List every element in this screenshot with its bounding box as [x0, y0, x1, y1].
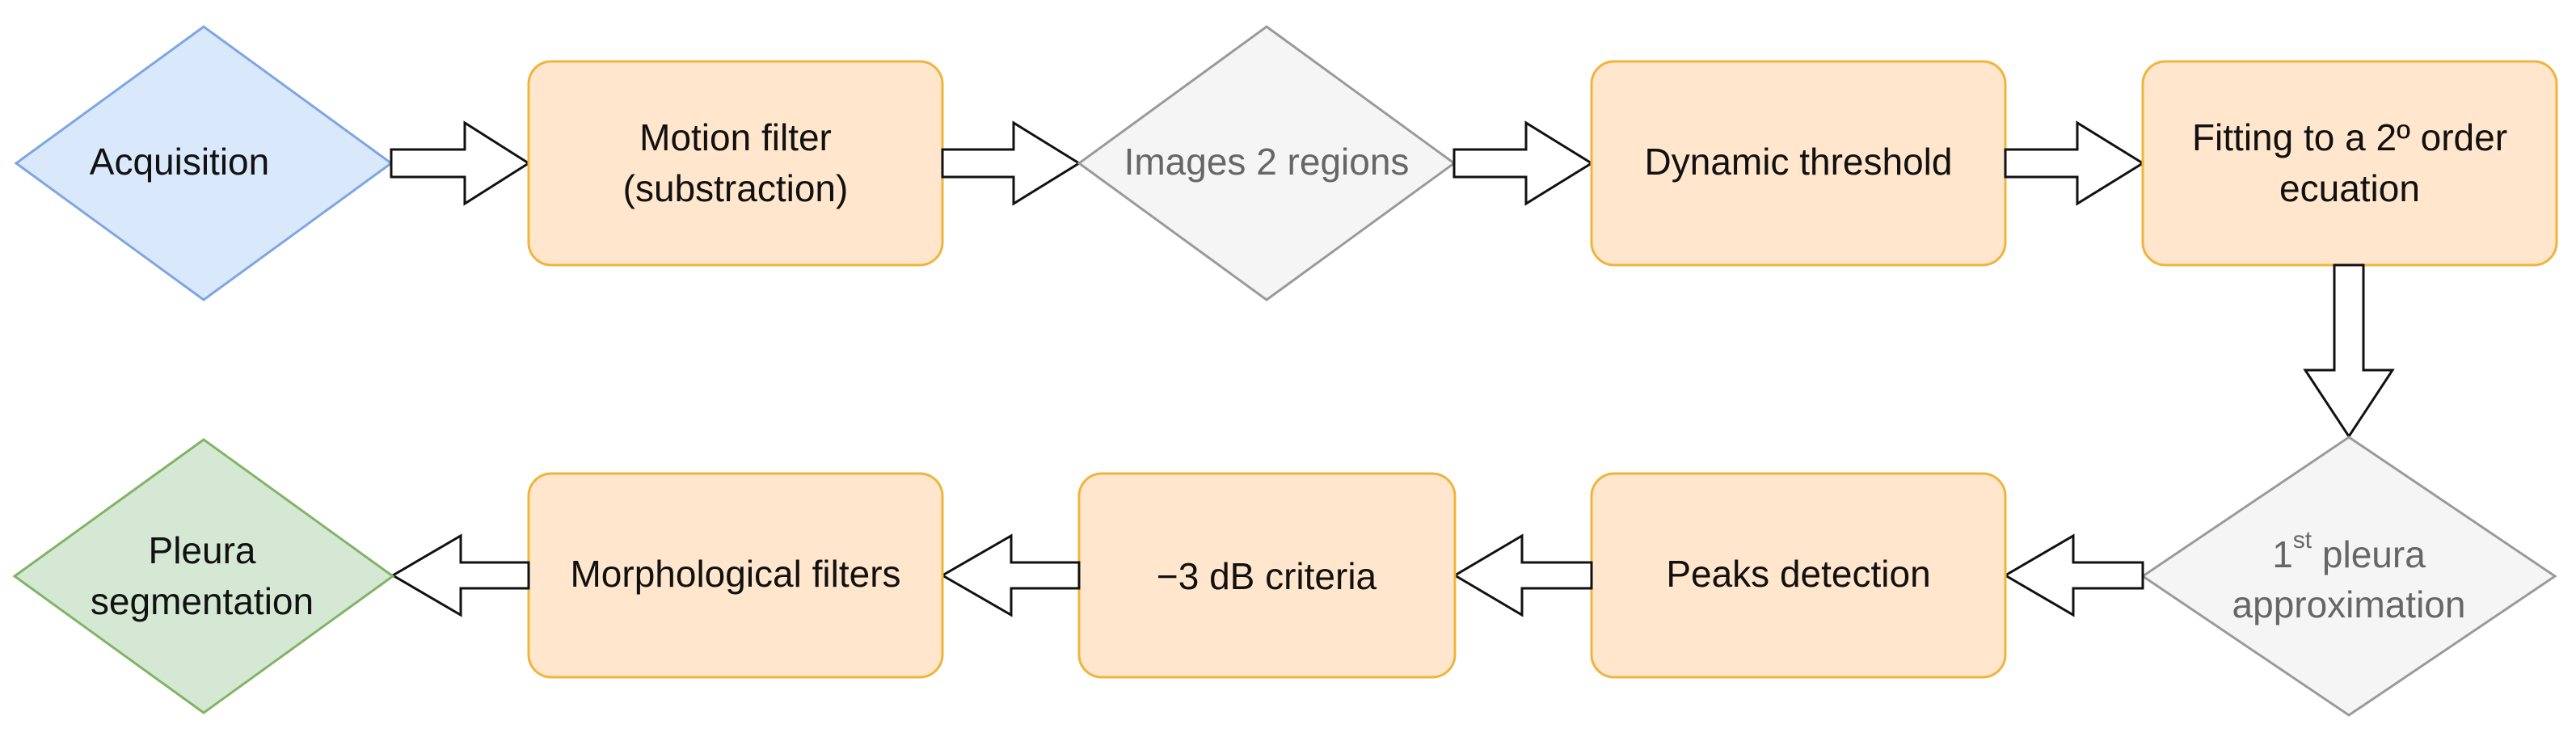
node-label: Images 2 regions: [1124, 141, 1410, 183]
node-label: −3 dB criteria: [1157, 555, 1377, 597]
node-label: Acquisition: [90, 141, 269, 183]
arrow-left: [390, 533, 530, 617]
arrow-right: [2004, 120, 2145, 206]
arrow-down: [2303, 263, 2395, 439]
node-label: Dynamic threshold: [1645, 141, 1953, 183]
node-label: Morphological filters: [570, 553, 900, 595]
process-dynamic-threshold: Dynamic threshold: [1590, 60, 2007, 267]
decision-node-pleura-approximation: 1st pleura approximation: [2140, 436, 2557, 717]
process-morphological-filters: Morphological filters: [527, 472, 944, 679]
start-node-acquisition: Acquisition: [14, 25, 394, 301]
node-label-line2: segmentation: [91, 580, 314, 622]
node-label: Peaks detection: [1666, 553, 1930, 595]
process-fitting: Fitting to a 2º order ecuation: [2141, 60, 2558, 267]
arrow-left: [939, 533, 1081, 617]
arrow-right: [941, 120, 1081, 206]
process-motion-filter: Motion filter (substraction): [527, 60, 944, 267]
arrow-left: [2003, 533, 2144, 617]
decision-node-images-regions: Images 2 regions: [1077, 25, 1457, 301]
node-label-line1: Fitting to a 2º order: [2192, 116, 2507, 158]
node-label-line2: approximation: [2232, 583, 2466, 625]
node-label-line1: Motion filter: [639, 116, 832, 158]
diamond-shape: [14, 25, 394, 301]
node-label-line2: ecuation: [2279, 167, 2420, 209]
node-label-line1: Pleura: [149, 529, 256, 571]
process-db-criteria: −3 dB criteria: [1077, 472, 1457, 679]
node-label-line1: 1st pleura: [2272, 527, 2426, 576]
node-label-line2: (substraction): [623, 167, 849, 209]
process-peaks-detection: Peaks detection: [1590, 472, 2007, 679]
end-node-pleura-segmentation: Pleura segmentation: [12, 438, 395, 714]
arrow-right: [1452, 120, 1594, 206]
arrow-left: [1452, 533, 1593, 617]
arrow-right: [390, 120, 531, 206]
